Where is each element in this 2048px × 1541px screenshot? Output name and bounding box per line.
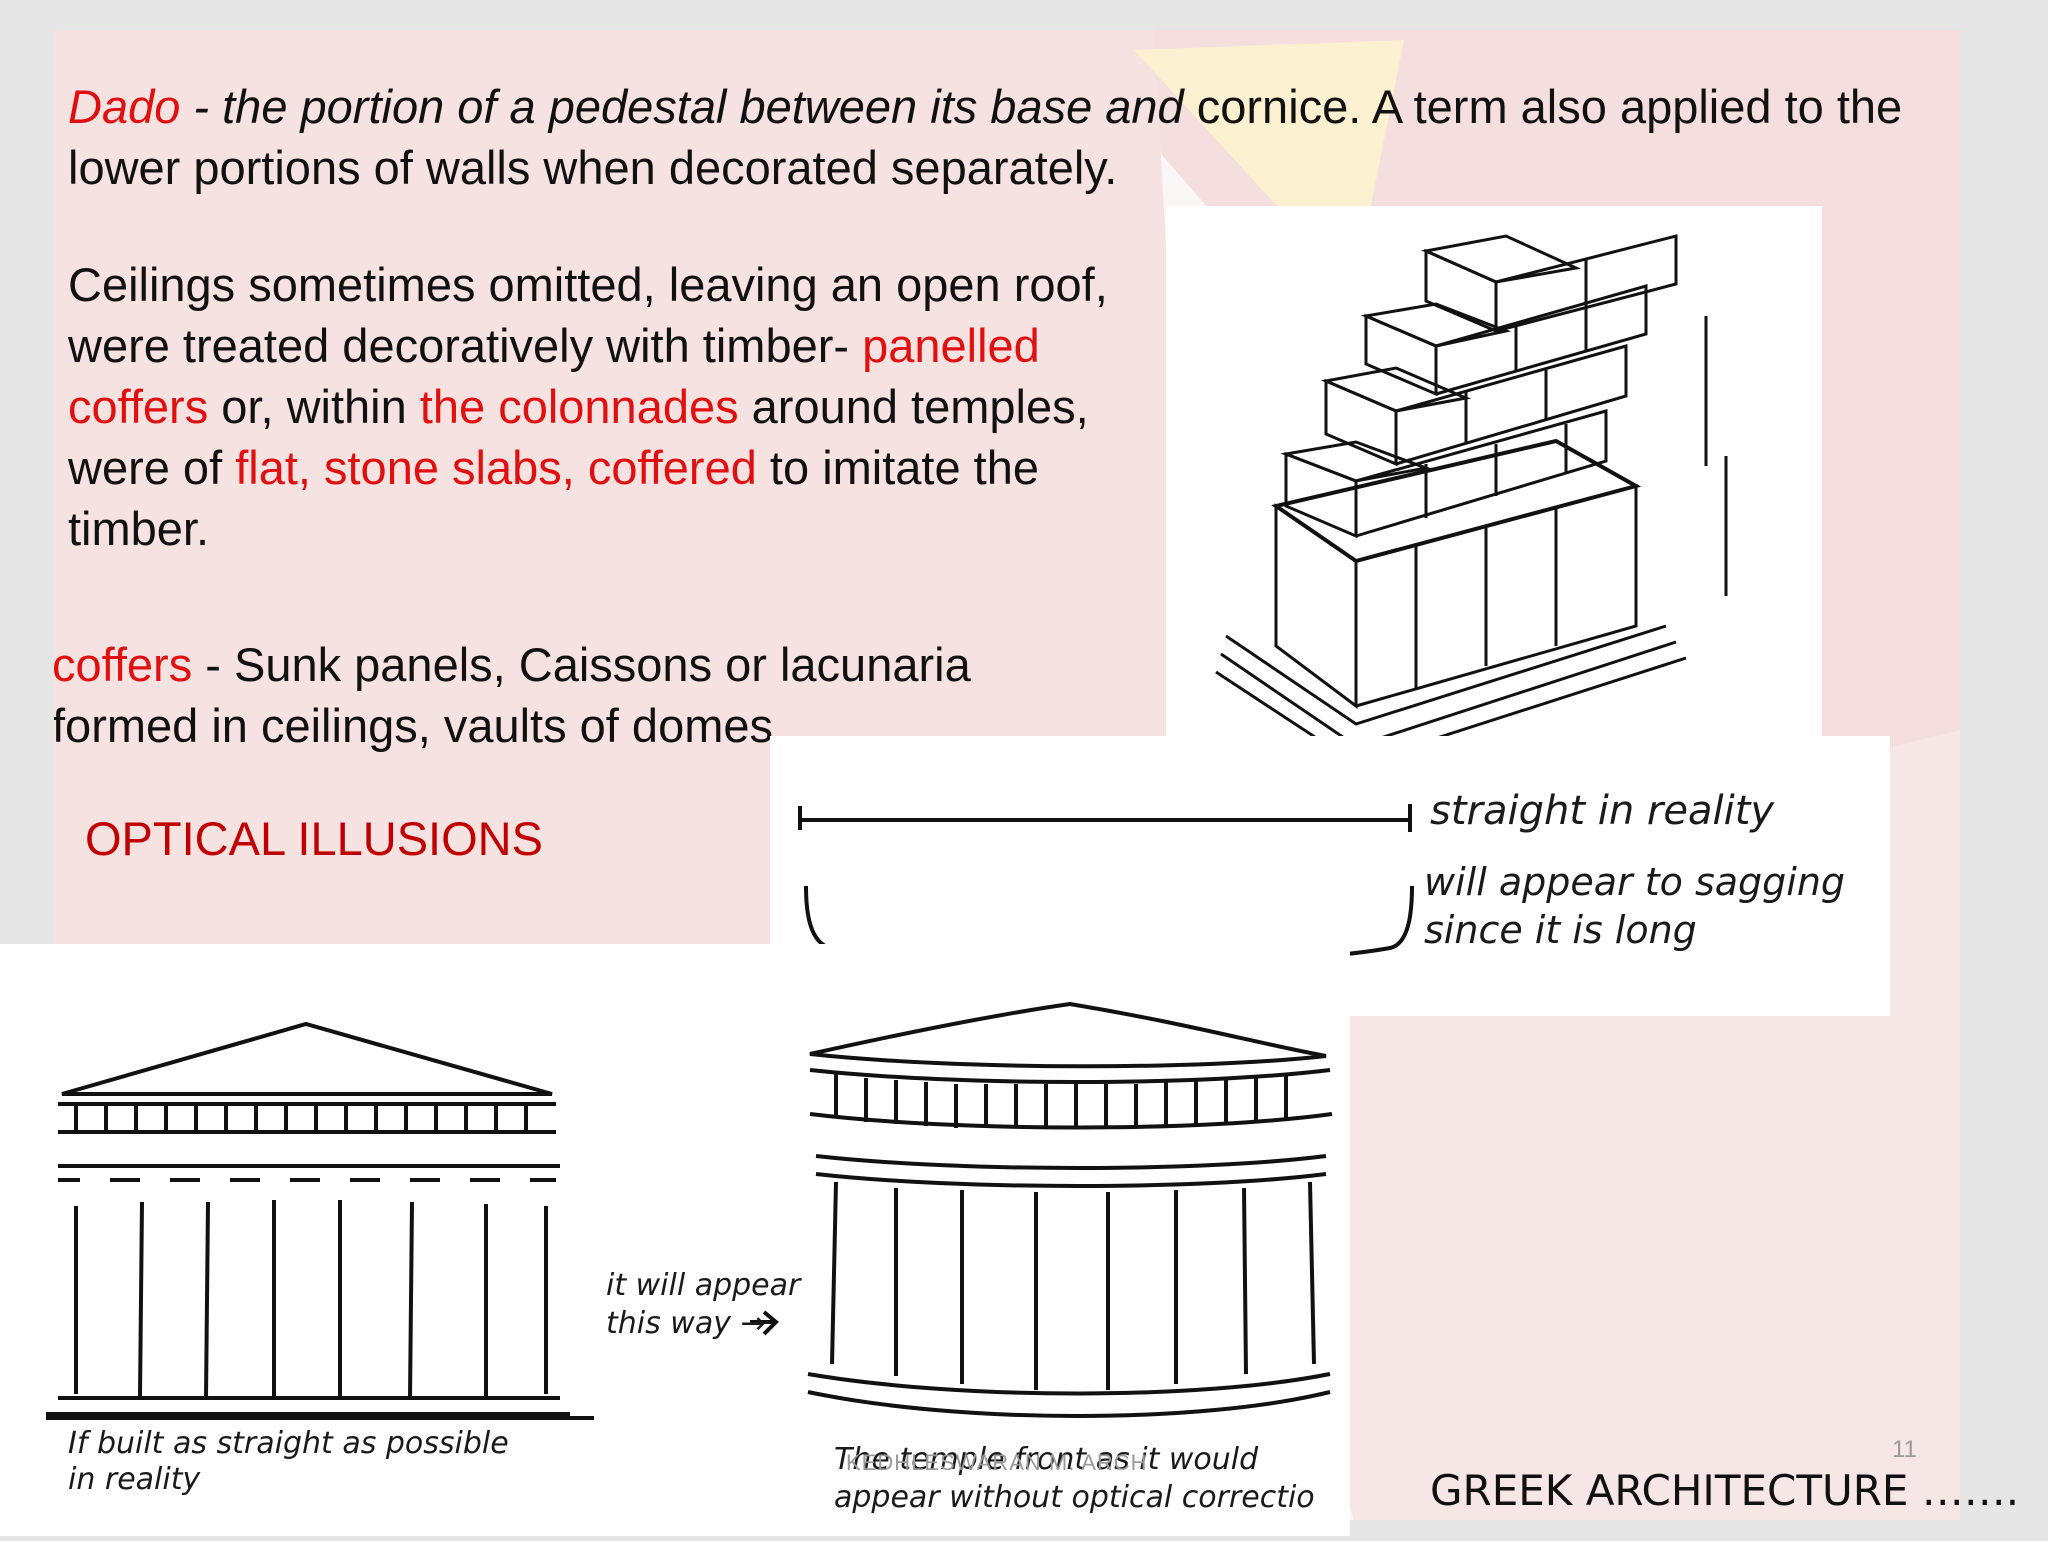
- ceilings-text-1: Ceilings sometimes omitted, leaving an o…: [68, 258, 1108, 372]
- sag-label-straight: straight in reality: [1430, 788, 1775, 834]
- ceilings-text-3: around temples, were of: [68, 380, 1089, 494]
- footer-title: GREEK ARCHITECTURE …….: [1430, 1466, 2020, 1515]
- dado-definition-italic: - the portion of a pedestal between its …: [180, 80, 1184, 133]
- temple-drawing: [46, 1001, 1333, 1420]
- dado-paragraph: Dado - the portion of a pedestal between…: [68, 76, 1948, 198]
- page-number: 11: [1892, 1436, 1917, 1463]
- slide: Dado - the portion of a pedestal between…: [54, 30, 1960, 1520]
- right-caption-b: appear without optical correctio: [834, 1480, 1315, 1515]
- left-caption-b: in reality: [68, 1462, 201, 1497]
- optical-illusions-heading: OPTICAL ILLUSIONS: [85, 812, 543, 865]
- ceilings-paragraph: Ceilings sometimes omitted, leaving an o…: [68, 254, 1108, 559]
- sag-label-since: since it is long: [1424, 908, 1697, 952]
- dado-term: Dado: [68, 80, 181, 133]
- ceilings-highlight-panelled-coffers: panelled coffers: [68, 319, 1040, 433]
- sag-label-appear: will appear to sagging: [1424, 860, 1846, 904]
- ceilings-highlight-coffered: coffered: [587, 441, 757, 494]
- masonry-sketch: [1166, 206, 1822, 766]
- coffers-term: coffers: [54, 638, 193, 691]
- ceilings-highlight-stone-slabs: flat, stone slabs,: [235, 441, 575, 494]
- arrow-label-a: it will appear: [606, 1268, 801, 1303]
- left-caption-a: If built as straight as possible: [68, 1426, 509, 1461]
- coffers-paragraph: coffers - Sunk panels, Caissons or lacun…: [54, 634, 1092, 756]
- dado-definition-rest: cornice. A term also applied to the lowe…: [68, 80, 1903, 194]
- coffers-definition: - Sunk panels, Caissons or lacunaria for…: [54, 638, 971, 752]
- ceilings-highlight-colonnades: the colonnades: [419, 380, 739, 433]
- right-caption-a: The temple front as it would: [834, 1442, 1259, 1477]
- masonry-drawing: [1215, 234, 1728, 766]
- ceilings-text-4: to imitate the timber.: [68, 441, 1040, 555]
- temple-sketch: it will appear this way → If built as st…: [0, 944, 1350, 1536]
- arrow-label-b: this way →: [606, 1306, 766, 1341]
- author-credit: KEDHLESWARAN M. ARCH: [846, 1450, 1148, 1475]
- ceilings-text-2: or, within: [208, 380, 420, 433]
